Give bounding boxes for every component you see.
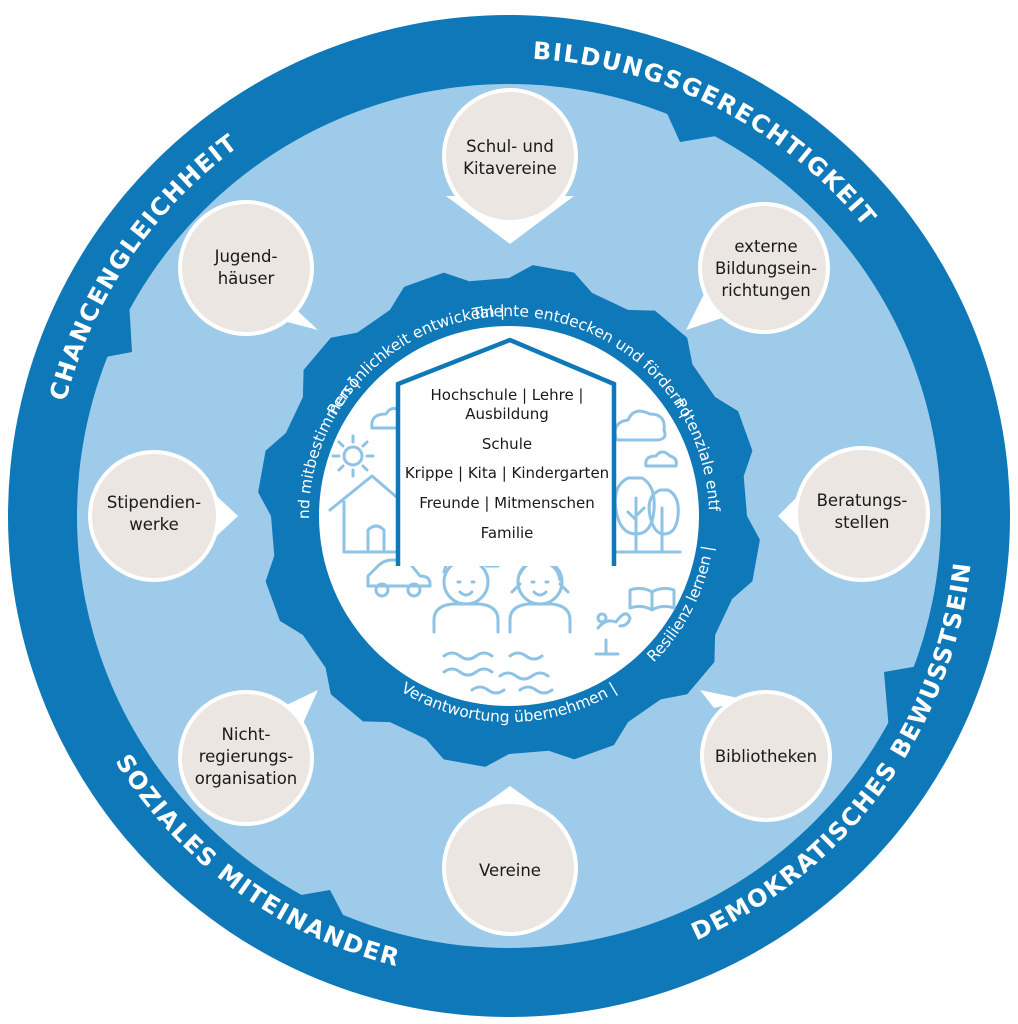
house-level-childcare: Krippe | Kita | Kindergarten: [405, 464, 609, 482]
svg-text:Nicht-: Nicht-: [222, 725, 271, 744]
svg-text:Bibliotheken: Bibliotheken: [715, 747, 817, 766]
house-level-higher-education: Hochschule | Lehre |: [431, 386, 584, 404]
svg-text:Bildungsein-: Bildungsein-: [715, 259, 817, 278]
arrow-notch-top-left: [90, 284, 132, 360]
book-icon: [628, 586, 676, 612]
house-outline: [395, 337, 617, 566]
svg-text:Jugend-: Jugend-: [214, 247, 278, 266]
node-stipendienwerke: Stipendien- werke: [88, 450, 238, 582]
svg-text:werke: werke: [129, 515, 179, 534]
node-bibliotheken: Bibliotheken: [700, 690, 832, 822]
waves-icon: [442, 651, 554, 695]
arrow-notch-bottom-right: [884, 664, 930, 742]
node-jugendhaeuser: Jugend- häuser: [178, 200, 318, 336]
node-vereine: Vereine: [442, 786, 578, 936]
svg-text:stellen: stellen: [835, 513, 890, 532]
cloud-icon: [613, 409, 667, 442]
sun-icon: [331, 434, 375, 478]
rocking-toy-icon: [594, 612, 632, 656]
svg-text:Stipendien-: Stipendien-: [107, 493, 201, 512]
house-level-friends: Freunde | Mitmenschen: [419, 494, 595, 512]
svg-text:Schul- und: Schul- und: [466, 137, 554, 156]
house-level-training: Ausbildung: [465, 405, 549, 423]
cloud-icon: [644, 450, 678, 468]
house-level-family: Familie: [481, 524, 534, 542]
svg-text:Beratungs-: Beratungs-: [817, 491, 908, 510]
svg-text:Vereine: Vereine: [479, 861, 541, 880]
svg-text:externe: externe: [734, 237, 797, 256]
svg-text:richtungen: richtungen: [721, 281, 810, 300]
svg-text:regierungs-: regierungs-: [199, 747, 294, 766]
svg-text:organisation: organisation: [195, 769, 298, 788]
arrow-notch-top-right: [660, 98, 740, 142]
arrow-notch-bottom-left: [272, 890, 352, 932]
house-level-school: Schule: [482, 435, 532, 453]
node-externe-bildungseinrichtungen: externe Bildungsein- richtungen: [686, 202, 830, 334]
home-icon: [328, 474, 402, 554]
node-beratungsstellen: Beratungs- stellen: [778, 446, 930, 582]
node-nichtregierungsorganisation: Nicht- regierungs- organisation: [178, 690, 318, 826]
svg-text:Kitavereine: Kitavereine: [463, 159, 557, 178]
node-schul-kitavereine: Schul- und Kitavereine: [442, 88, 578, 244]
svg-text:häuser: häuser: [218, 269, 275, 288]
